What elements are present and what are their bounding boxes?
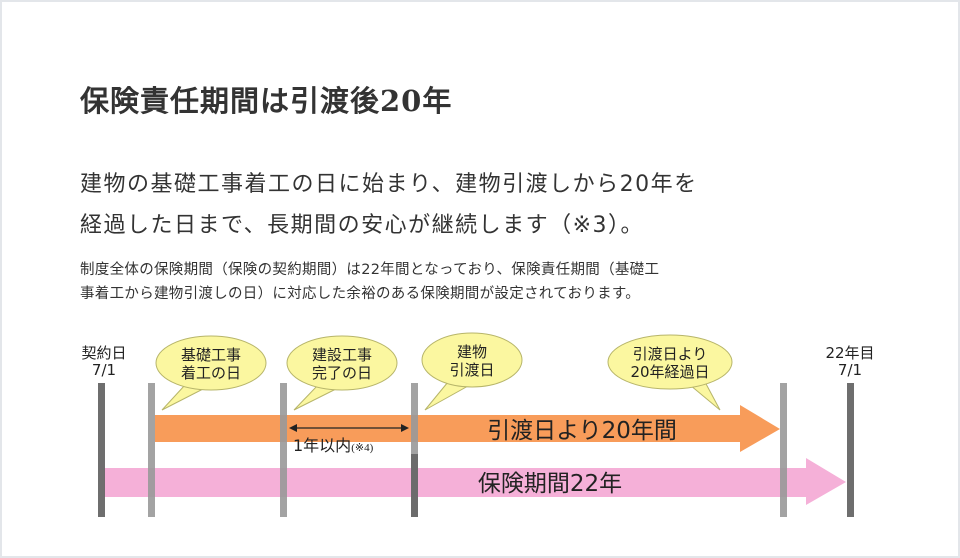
lead-text-line-1: 建物の基礎工事着工の日に始まり、建物引渡しから20年を: [80, 172, 698, 197]
handover-20-year-arrow: [155, 405, 780, 452]
bubble-text: 建物: [457, 343, 487, 361]
bubble-text: 引渡日: [449, 361, 494, 379]
construction-complete-marker: [280, 383, 287, 517]
bubble-handover: 建物 引渡日: [421, 332, 523, 411]
bubble-construction-complete: 建設工事 完了の日: [286, 335, 398, 411]
page-title: 保険責任期間は引渡後20年: [80, 84, 453, 118]
interval-label: 1年以内(※4): [293, 436, 374, 455]
insurance-22-year-arrow: [104, 458, 846, 505]
lead-text-line-2: 経過した日まで、長期間の安心が継続します（※3）。: [80, 213, 645, 238]
note-text-line-2: 事着工から建物引渡しの日）に対応した余裕のある保険期間が設定されております。: [80, 286, 641, 302]
pink-bar-label: 保険期間22年: [478, 471, 622, 497]
note-text-line-1: 制度全体の保険期間（保険の契約期間）は22年間となっており、保険責任期間（基礎工: [80, 262, 660, 278]
bubble-text: 引渡日より: [633, 345, 708, 363]
interval-note: (※4): [351, 442, 373, 454]
interval-label-text: 1年以内: [293, 436, 351, 455]
orange-bar-label: 引渡日より20年間: [487, 418, 677, 444]
contract-date-marker: [98, 383, 105, 517]
bubble-twenty-years: 引渡日より 20年経過日: [607, 334, 733, 411]
bubble-text: 完了の日: [312, 364, 372, 382]
end-label-line-2: 7/1: [838, 361, 862, 379]
bubble-text: 20年経過日: [630, 363, 709, 381]
bubble-text: 基礎工事: [181, 346, 241, 364]
construction-start-marker: [148, 383, 155, 517]
start-label-line-2: 7/1: [92, 361, 116, 379]
start-label-line-1: 契約日: [81, 344, 126, 362]
bubble-text: 着工の日: [181, 364, 241, 382]
end-label-line-1: 22年目: [825, 344, 874, 362]
handover-marker: [411, 383, 418, 517]
end-date-marker: [847, 383, 854, 517]
twenty-year-marker: [780, 383, 787, 517]
handover-marker-lower: [411, 454, 418, 517]
bubble-construction-start: 基礎工事 着工の日: [155, 335, 267, 411]
bubble-text: 建設工事: [312, 346, 372, 364]
